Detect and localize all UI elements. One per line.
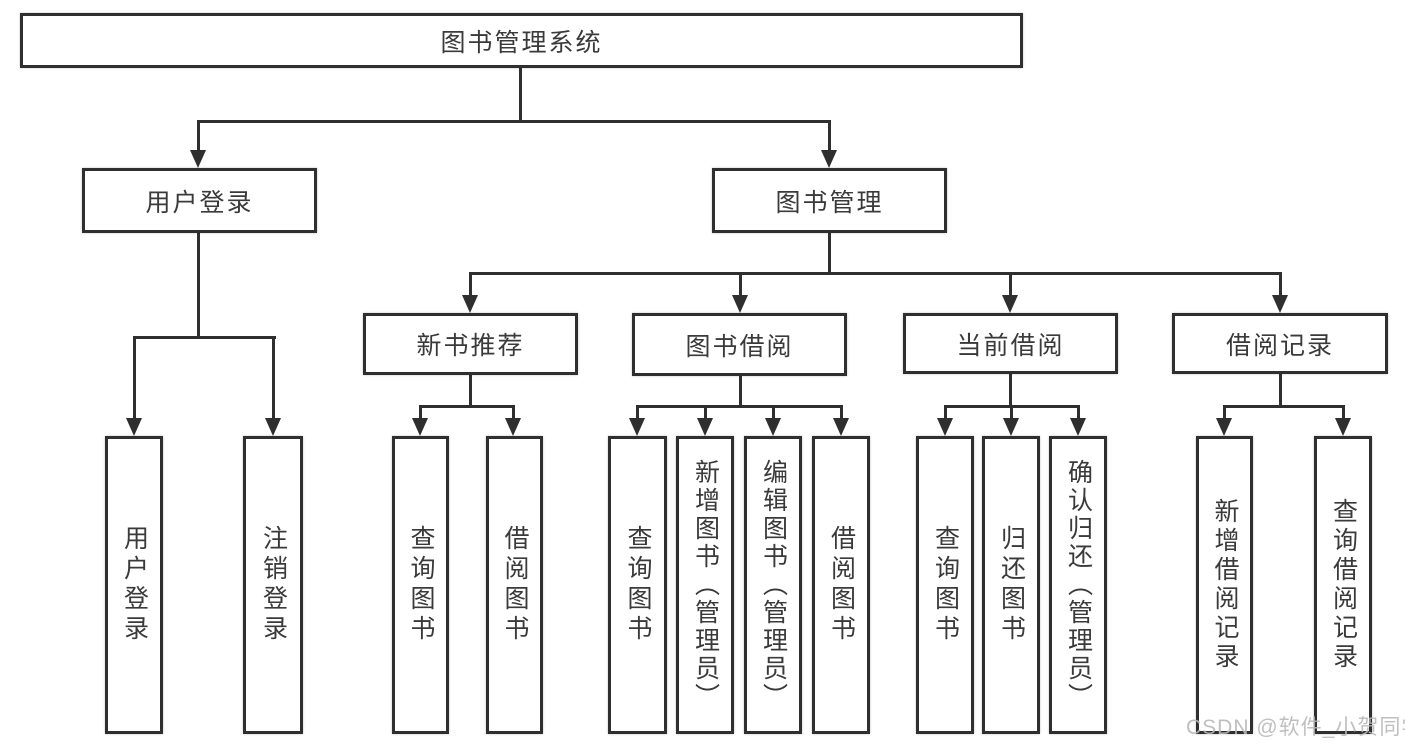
connector-line [1279, 272, 1282, 295]
node-current-borrowing: 当前借阅 [903, 313, 1118, 374]
connector-line [469, 272, 1281, 275]
arrowhead-down-icon [1272, 295, 1288, 313]
leaf-add-borrow-record: 新增借阅记录 [1196, 436, 1253, 734]
arrowhead-down-icon [732, 295, 748, 313]
leaf-label: 查询图书 [407, 525, 435, 645]
arrowhead-down-icon [697, 418, 713, 436]
leaf-return-books: 归还图书 [982, 436, 1040, 734]
leaf-label: 查询图书 [624, 525, 652, 645]
node-book-borrowing: 图书借阅 [632, 313, 847, 376]
arrowhead-down-icon [505, 418, 521, 436]
leaf-label: 用户登录 [120, 525, 149, 645]
leaf-label: 注销登录 [259, 525, 288, 645]
arrowhead-down-icon [1070, 418, 1086, 436]
connector-line [469, 375, 472, 405]
arrowhead-down-icon [1216, 418, 1232, 436]
leaf-label: 归还图书 [997, 525, 1026, 645]
arrowhead-down-icon [765, 418, 781, 436]
arrowhead-down-icon [265, 418, 281, 436]
leaf-add-books-admin: 新增图书（管理员） [676, 436, 734, 734]
arrowhead-down-icon [412, 418, 428, 436]
leaf-query-borrow-record: 查询借阅记录 [1314, 436, 1372, 734]
leaf-query-books-borrowing: 查询图书 [608, 436, 667, 734]
connector-line [772, 405, 775, 419]
node-book-management: 图书管理 [712, 168, 947, 233]
leaf-label: 新增借阅记录 [1211, 498, 1239, 672]
connector-line [1009, 272, 1012, 295]
connector-line [636, 405, 639, 419]
arrowhead-down-icon [821, 150, 837, 168]
csdn-watermark: CSDN @软件_小贺同学 [1186, 716, 1405, 739]
connector-line [840, 405, 843, 419]
connector-line [419, 405, 515, 408]
connector-line [828, 233, 831, 272]
arrowhead-down-icon [1003, 418, 1019, 436]
leaf-confirm-return-admin: 确认归还（管理员） [1049, 436, 1107, 734]
leaf-logout: 注销登录 [243, 436, 303, 734]
connector-line [1077, 405, 1080, 419]
leaf-query-books-recommend: 查询图书 [392, 436, 449, 734]
arrowhead-down-icon [462, 295, 478, 313]
connector-line [197, 120, 200, 152]
leaf-query-books-current: 查询图书 [916, 436, 974, 734]
connector-line [1342, 405, 1345, 419]
connector-line [197, 233, 200, 336]
connector-line [828, 120, 831, 152]
connector-line [1223, 405, 1226, 419]
leaf-label: 查询借阅记录 [1329, 498, 1358, 672]
connector-line [133, 336, 136, 419]
connector-line [512, 405, 515, 419]
arrowhead-down-icon [190, 150, 206, 168]
leaf-label: 编辑图书（管理员） [759, 459, 788, 711]
arrowhead-down-icon [833, 418, 849, 436]
connector-line [739, 272, 742, 295]
node-new-book-recommendation: 新书推荐 [363, 313, 578, 375]
connector-line [419, 405, 422, 419]
connector-line [519, 68, 522, 120]
leaf-borrow-books-borrowing: 借阅图书 [812, 436, 870, 734]
connector-line [739, 376, 742, 405]
connector-line [469, 272, 472, 295]
connector-line [1009, 374, 1012, 405]
leaf-label: 借阅图书 [827, 525, 856, 645]
leaf-label: 借阅图书 [501, 525, 529, 645]
node-library-management-system: 图书管理系统 [20, 13, 1023, 68]
connector-line [704, 405, 707, 419]
arrowhead-down-icon [1002, 295, 1018, 313]
connector-line [272, 336, 275, 419]
arrowhead-down-icon [629, 418, 645, 436]
leaf-borrow-books-recommend: 借阅图书 [486, 436, 543, 734]
connector-line [133, 336, 276, 339]
leaf-user-login: 用户登录 [105, 436, 163, 734]
arrowhead-down-icon [1335, 418, 1351, 436]
node-user-login: 用户登录 [82, 168, 317, 233]
leaf-label: 查询图书 [931, 525, 960, 645]
connector-line [197, 120, 831, 123]
node-borrowing-records: 借阅记录 [1172, 313, 1388, 374]
leaf-label: 新增图书（管理员） [691, 459, 720, 711]
connector-line [1010, 405, 1013, 419]
connector-line [636, 405, 843, 408]
leaf-label: 确认归还（管理员） [1064, 459, 1093, 711]
arrowhead-down-icon [937, 418, 953, 436]
connector-line [1223, 405, 1345, 408]
connector-line [944, 405, 947, 419]
leaf-edit-books-admin: 编辑图书（管理员） [744, 436, 802, 734]
connector-line [1279, 374, 1282, 405]
arrowhead-down-icon [126, 418, 142, 436]
